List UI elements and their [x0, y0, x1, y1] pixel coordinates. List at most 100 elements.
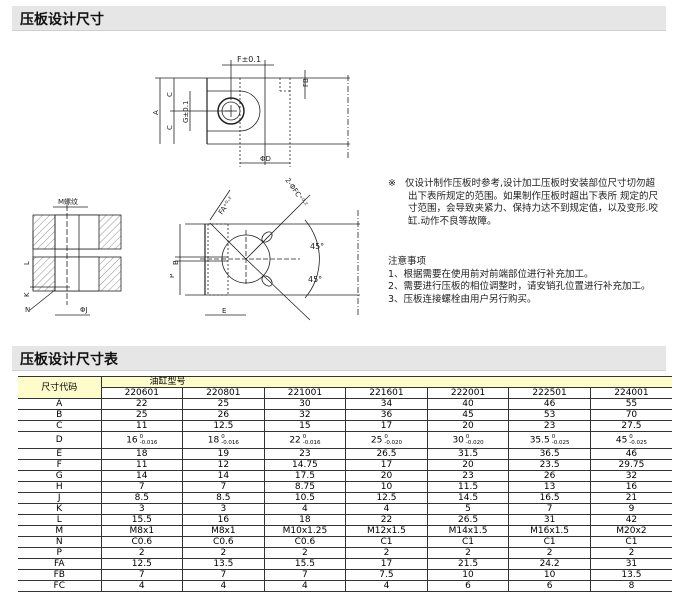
table-cell: 16.5	[508, 492, 591, 504]
label-fc: 2-ΦFC⁺⁰·²	[283, 177, 309, 209]
dimension-code: F	[18, 459, 102, 471]
table-cell: 27.5	[589, 420, 672, 432]
table-cell: 25	[100, 409, 184, 421]
table-cell: 18	[100, 448, 184, 460]
label-e: E	[222, 307, 226, 315]
table-cell: 11.5	[426, 481, 510, 493]
table-cell: 2	[508, 547, 591, 559]
label-fb: FB	[302, 78, 310, 87]
table-cell: 12.5	[345, 492, 428, 504]
table-cell: 21	[589, 492, 672, 504]
table-cell: 55	[589, 398, 672, 410]
table-cell: 23	[263, 448, 347, 460]
table-cell: 17	[345, 558, 428, 570]
label-n: N	[25, 306, 30, 314]
table-cell: 22	[345, 514, 428, 526]
table-cell: 14.75	[263, 459, 347, 471]
table-cell: 16	[589, 481, 672, 493]
tolerance-base: 18	[207, 435, 220, 446]
label-angle: 45°	[310, 242, 324, 251]
table-cell: 36.5	[508, 448, 591, 460]
table-cell: 18	[263, 514, 347, 526]
table-cell: 13.5	[589, 569, 672, 581]
tolerance-base: 25	[370, 435, 383, 446]
table-cell: 26	[508, 470, 591, 482]
tolerance-upper: 0	[384, 434, 388, 440]
caution-item: 2、需要进行压板的相位调整时，请安销孔位置进行补充加工。	[388, 281, 651, 292]
dimension-code: B	[18, 409, 102, 421]
table-cell: 2	[263, 547, 347, 559]
label-f: F±0.1	[237, 55, 261, 64]
table-cell: C1	[426, 536, 510, 548]
table-cell: 2	[100, 547, 184, 559]
table-cell: 30	[263, 398, 347, 410]
table-cell: 46	[508, 398, 591, 410]
model-header: 220801	[182, 387, 265, 399]
dimension-code: M	[18, 525, 102, 537]
table-cell: 22	[100, 398, 184, 410]
table-cell: 20	[426, 420, 510, 432]
table-cell: 7	[263, 569, 347, 581]
table-cell: 15.5	[263, 558, 347, 570]
table-cell: 31	[508, 514, 591, 526]
label-j: ΦJ	[80, 306, 88, 314]
table-cell: 4	[182, 580, 265, 592]
warning-text: 仅设计制作压板时参考,设计加工压板时安装部位尺寸切勿超出下表所规定的范围。如果制…	[405, 178, 659, 227]
table-cell: 13.5	[182, 558, 265, 570]
tolerance-base: 35.5	[529, 435, 550, 446]
dimension-code: C	[18, 420, 102, 432]
table-cell: 2	[345, 547, 428, 559]
table-cell: C1	[508, 536, 591, 548]
table-cell: 12.5	[182, 420, 265, 432]
table-cell: 2	[589, 547, 672, 559]
dimension-code: FC	[18, 580, 102, 592]
tolerance-lower: -0.025	[551, 440, 570, 446]
table-cell: 20	[426, 459, 510, 471]
table-cell: 32	[589, 470, 672, 482]
table-cell: 9	[589, 503, 672, 515]
caution-title: 注意事项	[388, 256, 427, 267]
table-cell: 42	[589, 514, 672, 526]
table-cell: M10x1.25	[263, 525, 347, 537]
table-cell: 16	[182, 514, 265, 526]
model-header: 224001	[589, 387, 672, 399]
table-cell: M8x1	[100, 525, 184, 537]
label-l: L	[23, 261, 31, 265]
model-header: 220601	[101, 387, 184, 399]
table-cell: 70	[589, 409, 672, 421]
table-cell: 3	[100, 503, 184, 515]
reference-mark: ※	[388, 178, 396, 189]
table-cell: 5	[426, 503, 510, 515]
table-cell: C1	[345, 536, 428, 548]
tolerance-upper: 0	[221, 434, 225, 440]
table-cell: 45	[426, 409, 510, 421]
label-b: B	[172, 260, 180, 265]
table-cell: 8.5	[100, 492, 184, 504]
table-cell: 14	[100, 470, 184, 482]
table-cell: 25	[182, 398, 265, 410]
table-cell: 31.5	[426, 448, 510, 460]
table-cell: 2	[426, 547, 510, 559]
section-title: 压板设计尺寸表	[20, 352, 118, 368]
table-cell: 26.5	[426, 514, 510, 526]
table-cell: 6	[508, 580, 591, 592]
tolerance-lower: -0.016	[139, 440, 158, 446]
label-a: A	[152, 110, 160, 115]
table-cell: 21.5	[426, 558, 510, 570]
dimension-code: FA	[18, 558, 102, 570]
table-cell: 4	[100, 580, 184, 592]
tolerance-lower: -0.025	[629, 440, 648, 446]
table-cell: 17	[345, 459, 428, 471]
